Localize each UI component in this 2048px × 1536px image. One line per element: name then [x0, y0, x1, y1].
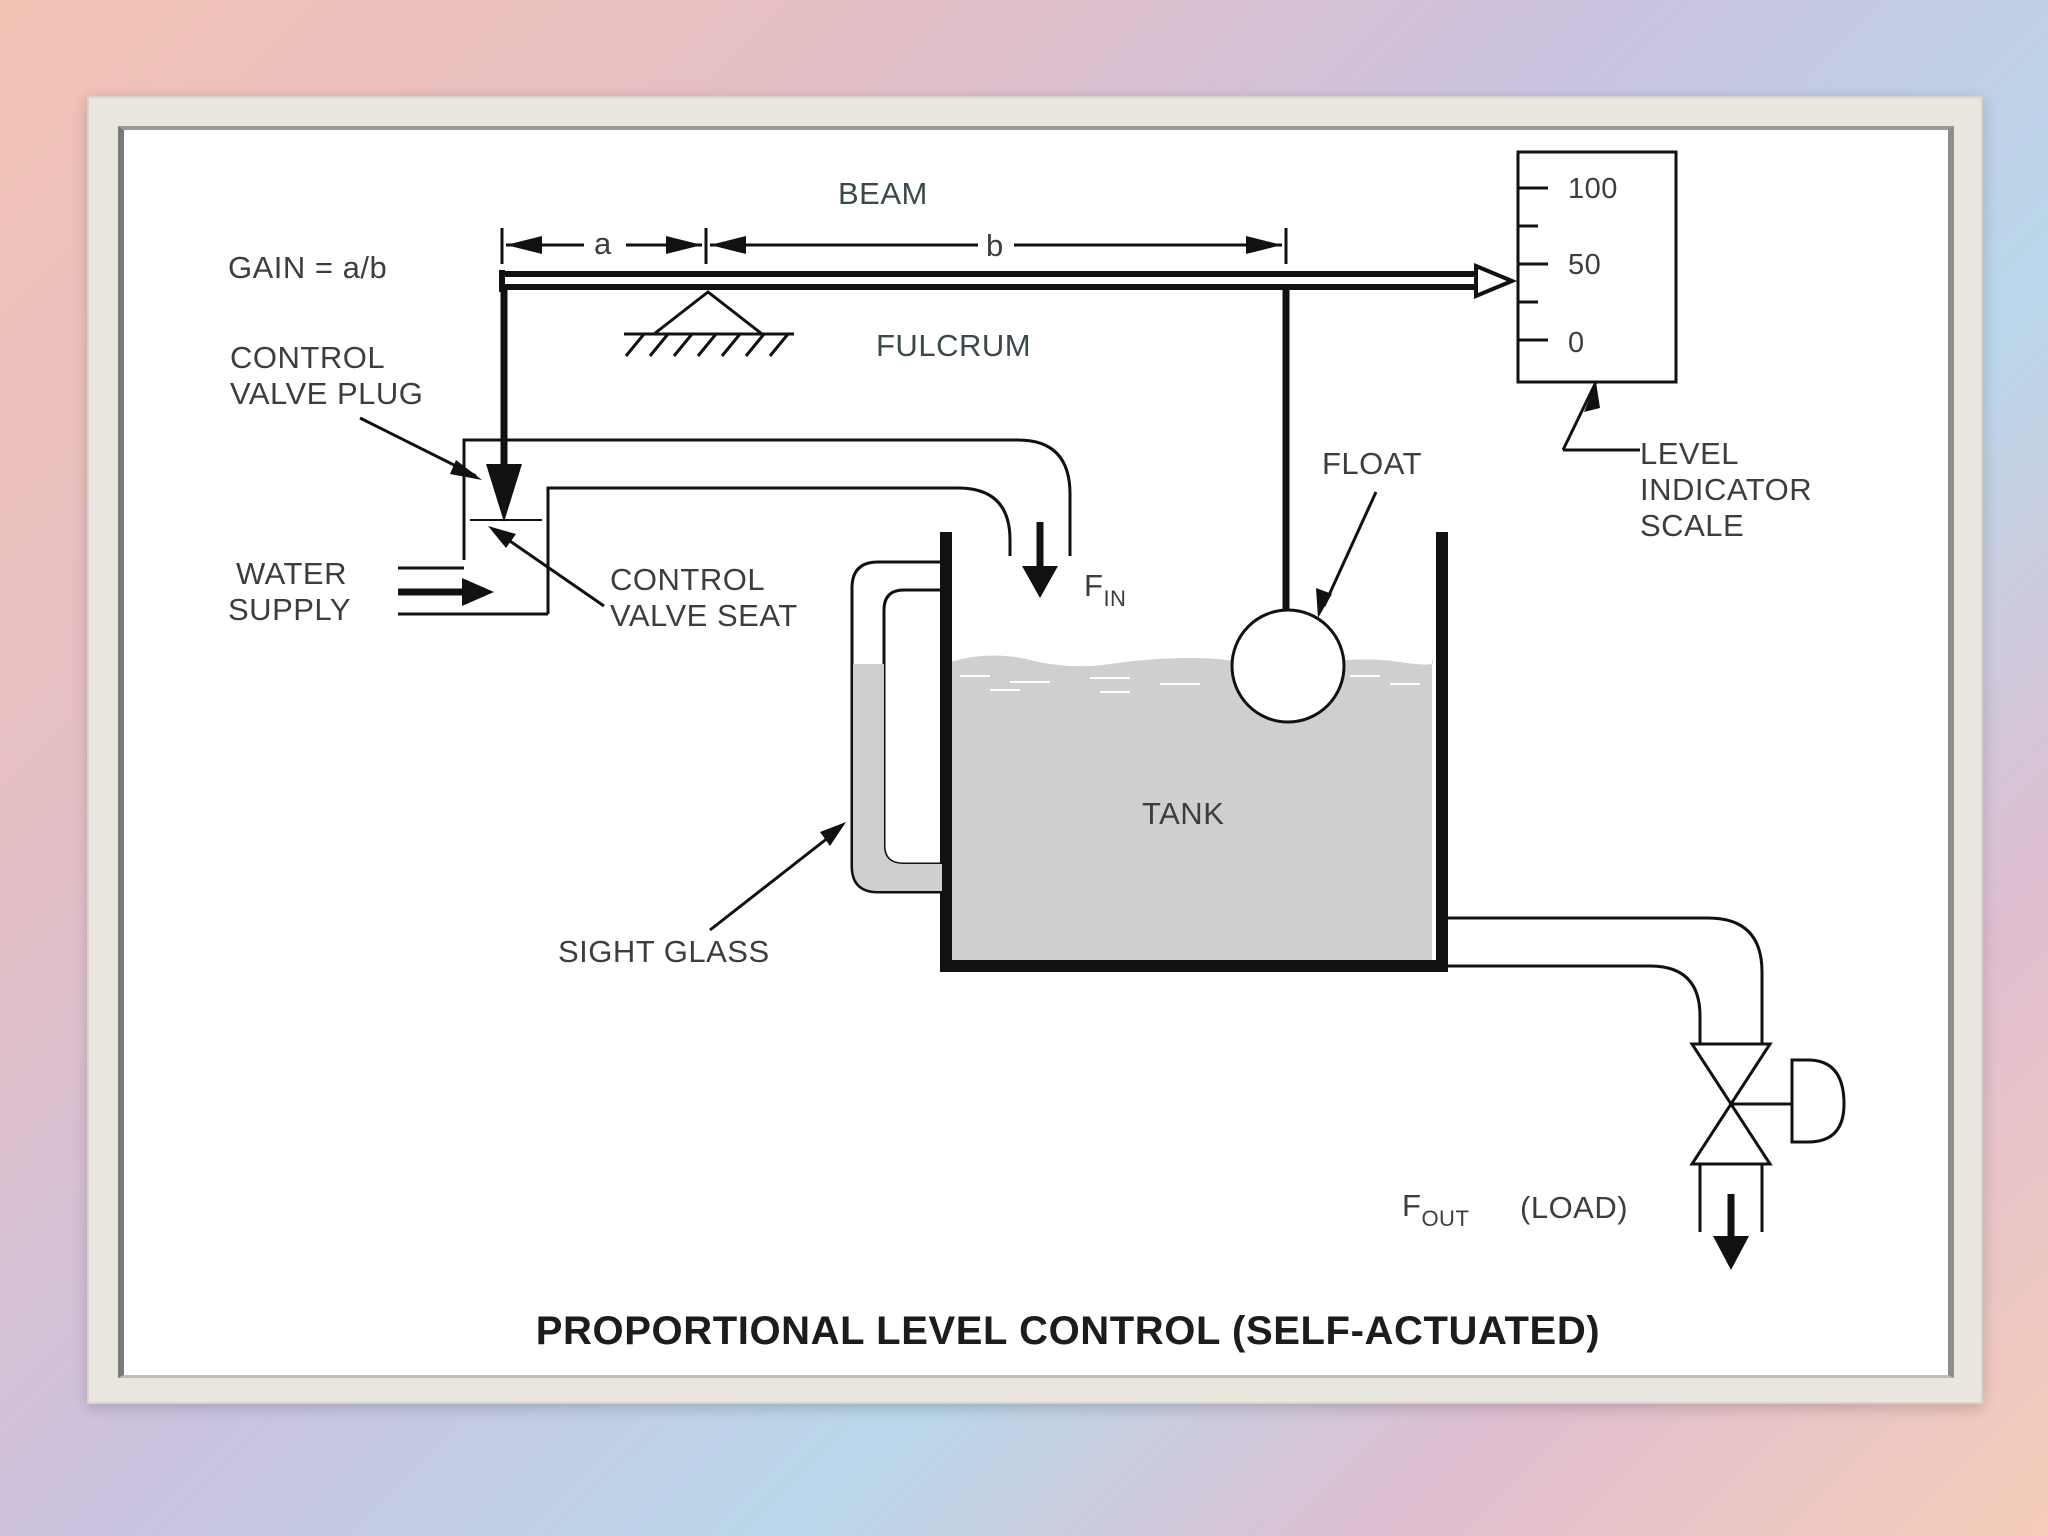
valve-seat-leader: [488, 526, 605, 608]
level-indicator-label-line2: INDICATOR: [1640, 472, 1812, 507]
beam-pointer-arrow: [1474, 263, 1518, 299]
outlet-pipe: [1446, 916, 1764, 1232]
float-leader: [1316, 491, 1378, 618]
dimension-b: [710, 228, 1288, 264]
valve-plug-label-line1: CONTROL: [230, 340, 385, 375]
water-supply-label-line1: WATER: [236, 556, 347, 591]
outlet-valve: [1689, 1042, 1846, 1166]
beam: [499, 270, 1478, 292]
flow-in-label: FIN: [1084, 568, 1126, 611]
tank-label: TANK: [1142, 796, 1224, 831]
flow-out-label: FOUT: [1402, 1188, 1469, 1231]
water-supply-arrow: [398, 578, 494, 606]
float-label: FLOAT: [1322, 446, 1422, 481]
level-indicator-leader: [1561, 381, 1640, 452]
valve-plug-leader: [359, 416, 482, 480]
valve-seat-label-line1: CONTROL: [610, 562, 765, 597]
dimension-a: [500, 228, 708, 264]
scale-tick-0: 0: [1568, 327, 1585, 359]
dimension-a-label: a: [594, 226, 612, 261]
gain-label: GAIN = a/b: [228, 250, 387, 285]
valve-stem-arrow: [486, 288, 522, 522]
diagram-title: PROPORTIONAL LEVEL CONTROL (SELF-ACTUATE…: [536, 1309, 1600, 1353]
valve-seat-label-line2: VALVE SEAT: [610, 598, 798, 633]
float: [1230, 608, 1346, 724]
level-indicator-label-line1: LEVEL: [1640, 436, 1739, 471]
fulcrum-label: FULCRUM: [876, 328, 1031, 363]
sight-glass: [850, 560, 942, 894]
valve-plug-label-line2: VALVE PLUG: [230, 376, 423, 411]
flow-in-arrow: [1022, 522, 1058, 598]
scale-tick-100: 100: [1568, 173, 1618, 205]
beam-label: BEAM: [838, 176, 928, 211]
flow-out-arrow: [1713, 1194, 1749, 1270]
sight-glass-leader: [709, 822, 846, 932]
sight-glass-label: SIGHT GLASS: [558, 934, 770, 969]
load-label: (LOAD): [1520, 1190, 1628, 1225]
dimension-b-label: b: [986, 228, 1004, 263]
valve-body: [398, 438, 1072, 616]
tank-walls: [940, 532, 1448, 972]
level-indicator-scale: [1516, 150, 1678, 384]
water-supply-label-line2: SUPPLY: [228, 592, 351, 627]
scale-tick-50: 50: [1568, 249, 1601, 281]
fulcrum-symbol: [624, 290, 794, 357]
level-indicator-label-line3: SCALE: [1640, 508, 1744, 543]
